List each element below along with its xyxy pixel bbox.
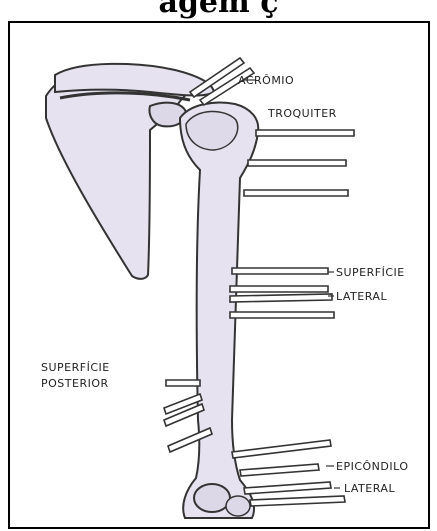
label-superficie-lateral-1: SUPERFÍCIE [336,266,405,279]
pin-posterior-1 [166,380,200,386]
capitulum [194,484,230,512]
label-superficie-posterior-1: SUPERFÍCIE [41,361,110,374]
label-epicondilo-1: EPICÔNDILO [336,460,409,473]
label-superficie-lateral-2: LATERAL [336,290,387,303]
pin-lateral-6 [230,312,334,318]
label-acromio: ACRÔMIO [238,74,294,87]
trochlea [226,496,250,516]
label-superficie-posterior-2: POSTERIOR [41,377,109,390]
pin-lateral-5 [230,294,332,302]
pin-lateral-1 [248,160,346,166]
pin-lateral-3 [232,268,328,274]
pin-lateral-2 [244,190,348,196]
pin-lateral-4 [230,286,328,292]
pin-troquiter [256,130,354,136]
label-epicondilo-2: LATERAL [344,482,395,495]
label-troquiter: TROQUITER [267,107,337,120]
